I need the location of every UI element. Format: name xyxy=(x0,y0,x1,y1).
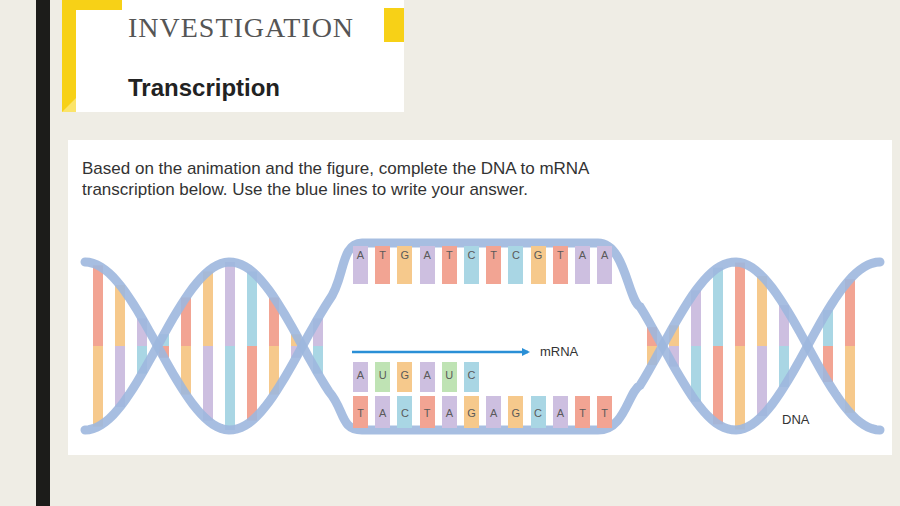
dna-nucleotide: T xyxy=(553,246,568,284)
dna-nucleotide: A xyxy=(375,396,390,428)
mrna-nucleotide: A xyxy=(353,362,368,392)
dna-nucleotide: A xyxy=(575,246,590,284)
dna-nucleotide: A xyxy=(486,396,501,428)
base-letter: C xyxy=(464,369,479,381)
instruction-text: Based on the animation and the figure, c… xyxy=(82,158,672,200)
base-letter: C xyxy=(397,407,412,419)
dna-nucleotide: G xyxy=(397,246,412,284)
mrna-nucleotide: U xyxy=(375,362,390,392)
base-letter: C xyxy=(464,249,479,261)
dna-nucleotide: C xyxy=(508,246,523,284)
base-letter: T xyxy=(486,249,501,261)
base-letter: T xyxy=(597,407,612,419)
base-letter: T xyxy=(553,249,568,261)
base-letter: A xyxy=(486,407,501,419)
base-letter: A xyxy=(420,249,435,261)
slide-bar xyxy=(36,0,50,506)
base-letter: G xyxy=(397,369,412,381)
base-letter: A xyxy=(597,249,612,261)
base-letter: C xyxy=(531,407,546,419)
dna-nucleotide: C xyxy=(397,396,412,428)
dna-label: DNA xyxy=(782,412,809,427)
base-letter: A xyxy=(353,249,368,261)
dna-nucleotide: T xyxy=(375,246,390,284)
mrna-nucleotide: U xyxy=(442,362,457,392)
base-letter: A xyxy=(375,407,390,419)
mrna-nucleotide: G xyxy=(397,362,412,392)
dna-nucleotide: G xyxy=(508,396,523,428)
dna-nucleotide: A xyxy=(553,396,568,428)
base-letter: A xyxy=(553,407,568,419)
base-letter: U xyxy=(375,369,390,381)
base-letter: G xyxy=(531,249,546,261)
dna-nucleotide: T xyxy=(442,246,457,284)
base-letter: T xyxy=(353,407,368,419)
dna-nucleotide: A xyxy=(420,246,435,284)
base-letter: G xyxy=(508,407,523,419)
base-letter: T xyxy=(420,407,435,419)
dna-nucleotide: G xyxy=(464,396,479,428)
slide-title: Transcription xyxy=(128,74,280,102)
dna-nucleotide: T xyxy=(353,396,368,428)
dna-nucleotide: C xyxy=(464,246,479,284)
mrna-label: mRNA xyxy=(540,344,578,359)
base-letter: G xyxy=(464,407,479,419)
base-letter: T xyxy=(375,249,390,261)
base-letter: T xyxy=(442,249,457,261)
dna-nucleotide: T xyxy=(420,396,435,428)
base-letter: A xyxy=(575,249,590,261)
direction-arrow xyxy=(352,351,528,354)
dna-nucleotide: A xyxy=(597,246,612,284)
base-letter: T xyxy=(575,407,590,419)
section-tag: INVESTIGATION xyxy=(128,12,354,44)
dna-nucleotide: T xyxy=(597,396,612,428)
mrna-nucleotide: A xyxy=(420,362,435,392)
figure-panel: Based on the animation and the figure, c… xyxy=(68,140,892,455)
header-box: INVESTIGATION Transcription xyxy=(62,0,404,112)
dna-nucleotide: A xyxy=(442,396,457,428)
base-letter: A xyxy=(353,369,368,381)
base-letter: U xyxy=(442,369,457,381)
dna-nucleotide: G xyxy=(531,246,546,284)
dna-nucleotide: T xyxy=(575,396,590,428)
base-letter: A xyxy=(442,407,457,419)
dna-nucleotide: A xyxy=(353,246,368,284)
dna-nucleotide: T xyxy=(486,246,501,284)
mrna-nucleotide: C xyxy=(464,362,479,392)
base-letter: C xyxy=(508,249,523,261)
dna-nucleotide: C xyxy=(531,396,546,428)
base-letter: A xyxy=(420,369,435,381)
base-letter: G xyxy=(397,249,412,261)
